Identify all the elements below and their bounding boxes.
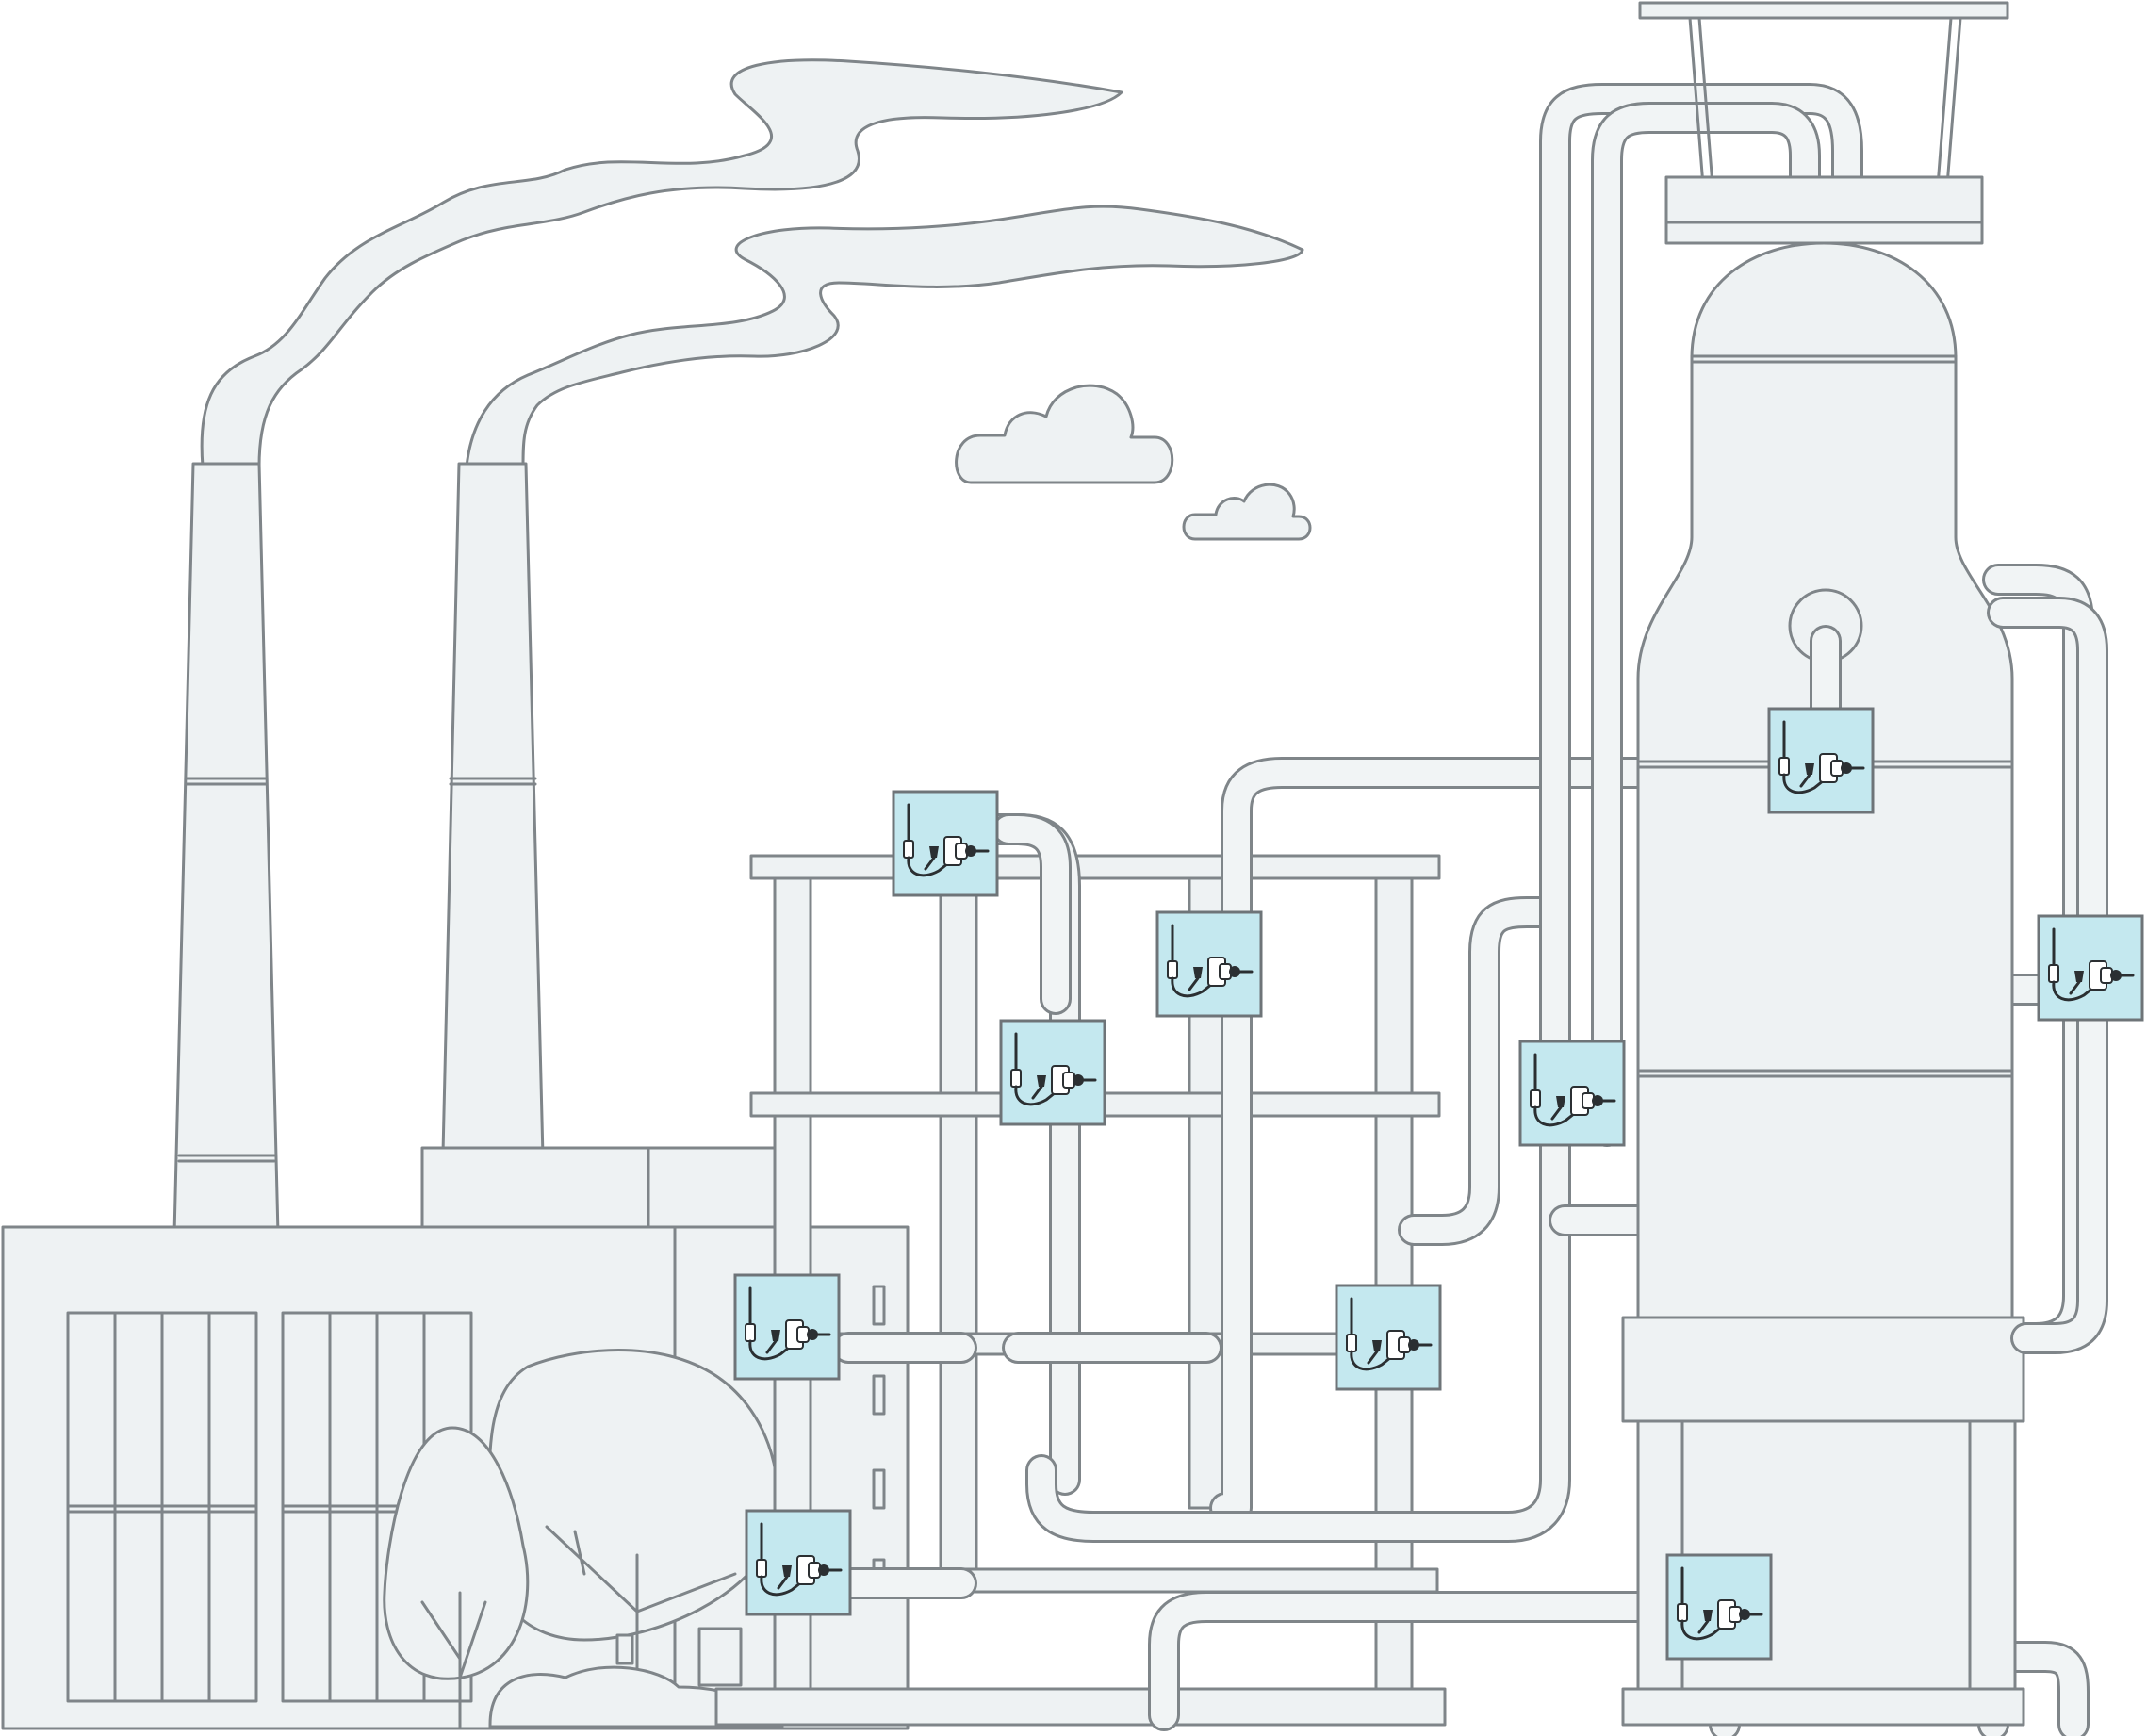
sensor-10 xyxy=(1665,1553,1773,1661)
sensor-4 xyxy=(1518,1040,1626,1147)
reactor-tower xyxy=(1621,1,2108,1727)
sensor-1 xyxy=(892,790,999,897)
trees xyxy=(383,1349,784,1728)
sensor-6 xyxy=(2037,914,2144,1022)
smoke-plumes xyxy=(200,58,1304,468)
sensor-7 xyxy=(733,1273,841,1381)
sensor-2 xyxy=(1155,910,1263,1018)
chimneys xyxy=(172,462,547,1236)
sensor-3 xyxy=(999,1019,1106,1126)
sensor-5 xyxy=(1767,707,1875,814)
factory-windows-left xyxy=(66,1311,258,1703)
sensor-8 xyxy=(1335,1284,1442,1391)
clouds xyxy=(955,384,1312,541)
sensor-9 xyxy=(745,1509,852,1616)
sensors xyxy=(733,707,2144,1661)
